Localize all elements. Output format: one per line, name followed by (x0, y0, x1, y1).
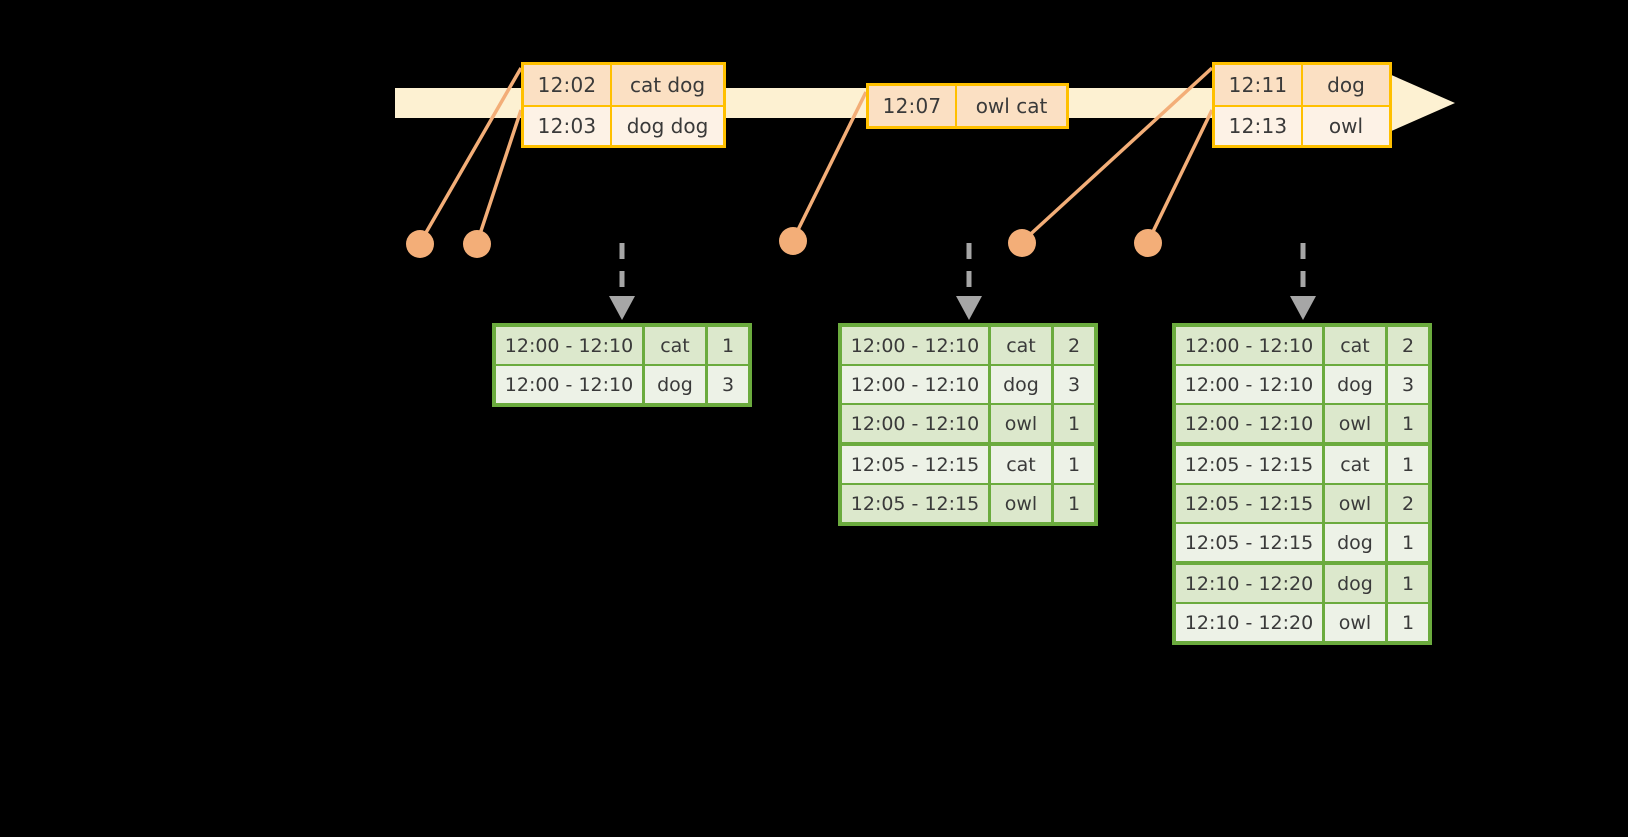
cell-word: cat (991, 446, 1051, 483)
connector-dots (406, 227, 1162, 258)
event-row[interactable]: 12:13 owl (1215, 105, 1389, 145)
cell-count: 1 (1054, 405, 1094, 442)
cell-window: 12:05 - 12:15 (842, 446, 988, 483)
cell-word: dog (1325, 565, 1385, 602)
cell-count: 2 (1388, 485, 1428, 522)
event-row[interactable]: 12:11 dog (1215, 65, 1389, 105)
cell-count: 1 (1388, 565, 1428, 602)
cell-window: 12:05 - 12:15 (1176, 524, 1322, 561)
cell-word: dog (991, 366, 1051, 403)
dot-4 (1008, 229, 1036, 257)
cell-window: 12:10 - 12:20 (1176, 604, 1322, 641)
emit-arrow-2 (956, 243, 982, 320)
cell-count: 2 (1388, 327, 1428, 364)
dot-5 (1134, 229, 1162, 257)
cell-word: cat (645, 327, 705, 364)
cell-word: dog (645, 366, 705, 403)
event-row[interactable]: 12:07 owl cat (869, 86, 1066, 126)
event-time: 12:03 (524, 107, 612, 145)
event-time: 12:11 (1215, 65, 1303, 105)
event-group-3[interactable]: 12:11 dog 12:13 owl (1212, 62, 1392, 148)
event-time: 12:02 (524, 65, 612, 105)
cell-word: owl (1325, 604, 1385, 641)
event-row[interactable]: 12:03 dog dog (524, 105, 723, 145)
event-words: owl cat (975, 94, 1048, 118)
cell-window: 12:00 - 12:10 (1176, 327, 1322, 364)
connector-line-5 (1146, 109, 1214, 243)
cell-window: 12:00 - 12:10 (496, 366, 642, 403)
event-words: dog dog (626, 114, 709, 138)
event-group-2[interactable]: 12:07 owl cat (866, 83, 1069, 129)
cell-count: 1 (1388, 405, 1428, 442)
event-words: owl (1328, 114, 1364, 138)
cell-word: dog (1325, 366, 1385, 403)
cell-count: 3 (1054, 366, 1094, 403)
event-group-1[interactable]: 12:02 cat dog 12:03 dog dog (521, 62, 726, 148)
event-time: 12:07 (869, 86, 957, 126)
dot-2 (463, 230, 491, 258)
cell-window: 12:00 - 12:10 (496, 327, 642, 364)
dot-3 (779, 227, 807, 255)
connector-line-2 (475, 109, 523, 244)
cell-word: cat (1325, 446, 1385, 483)
connector-line-1 (418, 67, 523, 244)
emit-arrows (609, 243, 1316, 320)
cell-word: dog (1325, 524, 1385, 561)
cell-word: cat (991, 327, 1051, 364)
cell-window: 12:00 - 12:10 (842, 405, 988, 442)
cell-count: 3 (1388, 366, 1428, 403)
cell-window: 12:05 - 12:15 (1176, 446, 1322, 483)
emit-arrow-3 (1290, 243, 1316, 320)
cell-count: 1 (1054, 446, 1094, 483)
cell-window: 12:00 - 12:10 (1176, 405, 1322, 442)
cell-window: 12:05 - 12:15 (842, 485, 988, 522)
cell-word: owl (991, 405, 1051, 442)
cell-word: owl (1325, 405, 1385, 442)
cell-word: owl (991, 485, 1051, 522)
cell-window: 12:10 - 12:20 (1176, 565, 1322, 602)
connector-line-3 (791, 91, 868, 241)
dot-1 (406, 230, 434, 258)
cell-count: 1 (1388, 446, 1428, 483)
cell-word: owl (1325, 485, 1385, 522)
cell-count: 1 (1388, 604, 1428, 641)
cell-window: 12:00 - 12:10 (842, 366, 988, 403)
cell-count: 1 (1054, 485, 1094, 522)
event-row[interactable]: 12:02 cat dog (524, 65, 723, 105)
cell-count: 1 (708, 327, 748, 364)
cell-count: 2 (1054, 327, 1094, 364)
emit-arrow-1 (609, 243, 635, 320)
event-time: 12:13 (1215, 107, 1303, 145)
event-words: dog (1327, 73, 1365, 97)
event-words: cat dog (629, 73, 706, 97)
cell-count: 3 (708, 366, 748, 403)
cell-window: 12:05 - 12:15 (1176, 485, 1322, 522)
cell-window: 12:00 - 12:10 (1176, 366, 1322, 403)
cell-word: cat (1325, 327, 1385, 364)
cell-count: 1 (1388, 524, 1428, 561)
cell-window: 12:00 - 12:10 (842, 327, 988, 364)
